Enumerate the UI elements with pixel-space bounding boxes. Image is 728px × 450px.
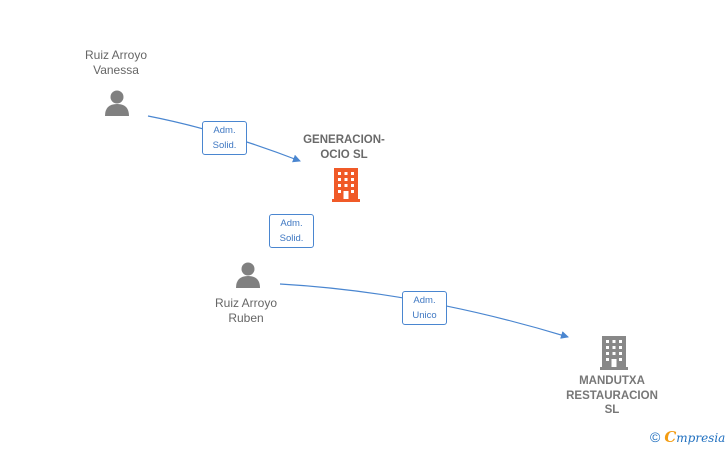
edge-label-line1: Adm.	[213, 125, 236, 136]
company-name-line2: RESTAURACION	[566, 389, 658, 402]
empresia-logo[interactable]: ©Cmpresia	[650, 428, 725, 446]
edge-label-line1: Adm.	[413, 295, 436, 306]
edge-label-line2: Solid.	[279, 233, 304, 244]
copyright-symbol: ©	[650, 429, 661, 445]
person-name-line1: Ruiz Arroyo	[214, 296, 278, 310]
company-name-line2: OCIO SL	[320, 148, 368, 161]
person-name-ruben[interactable]: Ruiz Arroyo Ruben	[194, 296, 298, 326]
edge-label-ruben-mandutxa[interactable]: Adm. Unico	[402, 291, 447, 325]
edge-label-ruben-generacion[interactable]: Adm. Solid.	[269, 214, 314, 248]
company-name-mandutxa[interactable]: MANDUTXA RESTAURACION SL	[552, 374, 672, 418]
person-icon[interactable]	[236, 262, 260, 289]
edge-label-line1: Adm.	[280, 218, 303, 229]
company-name-line1: GENERACION-	[303, 134, 385, 146]
person-name-vanessa[interactable]: Ruiz Arroyo Vanessa	[64, 48, 168, 78]
edge-label-vanessa-generacion[interactable]: Adm. Solid.	[202, 121, 247, 155]
company-name-line3: SL	[604, 404, 620, 416]
person-name-line2: Ruben	[228, 311, 264, 325]
person-icon[interactable]	[105, 90, 129, 117]
building-icon[interactable]	[600, 336, 628, 370]
edge-label-line2: Solid.	[212, 140, 237, 151]
person-name-line2: Vanessa	[93, 63, 139, 77]
company-name-line1: MANDUTXA	[579, 375, 645, 387]
brand-e: C	[664, 428, 677, 446]
edge-label-line2: Unico	[412, 310, 437, 321]
building-icon[interactable]	[332, 168, 360, 202]
company-name-generacion[interactable]: GENERACION- OCIO SL	[284, 133, 404, 162]
brand-name: mpresia	[676, 431, 726, 445]
person-name-line1: Ruiz Arroyo	[84, 48, 148, 62]
